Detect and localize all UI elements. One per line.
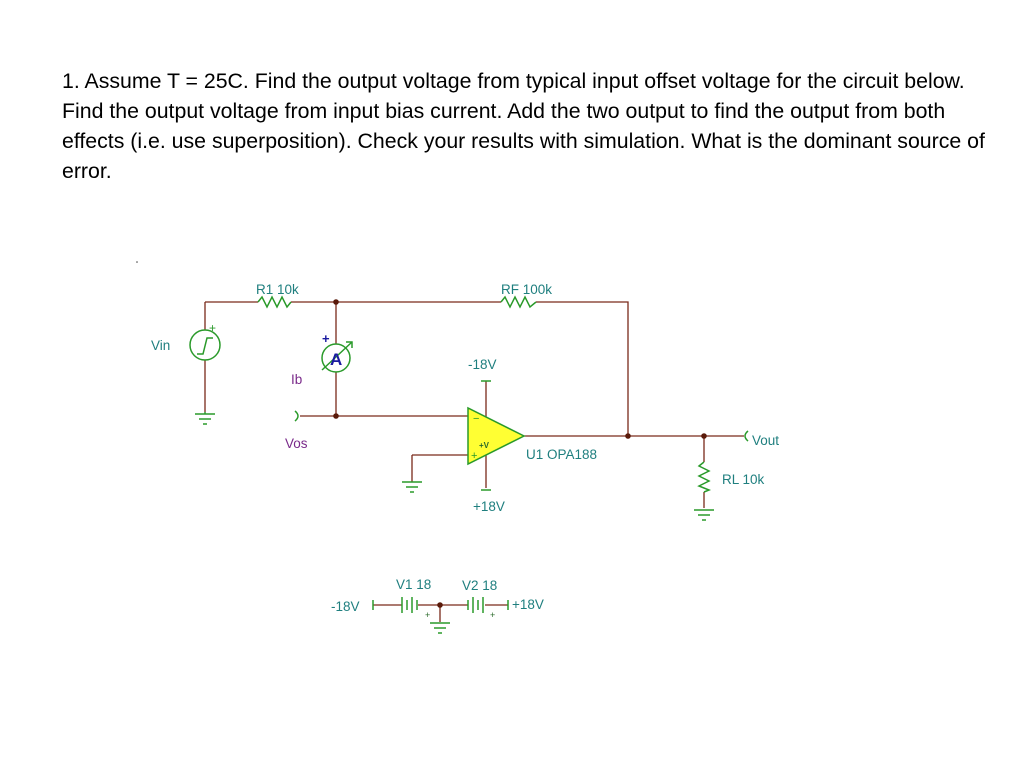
rl-label: RL 10k <box>722 472 765 487</box>
vin-plus-sign: + <box>209 321 216 335</box>
wires <box>204 301 744 622</box>
rl-resistor[interactable] <box>697 461 712 493</box>
noninv-ground-icon <box>402 481 422 493</box>
vin-ground-icon <box>195 412 215 425</box>
rf-resistor[interactable] <box>500 295 537 309</box>
vout-label: Vout <box>752 433 779 448</box>
ammeter[interactable]: A + <box>321 331 353 373</box>
opamp-inverting-sign: − <box>473 413 479 425</box>
r1-resistor[interactable] <box>257 295 292 309</box>
pos-supply-pin-label: +18V <box>473 499 505 514</box>
v2-plus-sign: + <box>490 610 495 620</box>
rf-label: RF 100k <box>501 282 552 297</box>
vin-label: Vin <box>151 338 170 353</box>
stray-dot <box>136 261 138 263</box>
ib-label: Ib <box>291 372 302 387</box>
ammeter-plus-sign: + <box>322 331 330 346</box>
vin-source[interactable]: + <box>189 321 221 361</box>
vos-terminal-icon <box>294 410 299 422</box>
neg-supply-pin-label: -18V <box>468 357 497 372</box>
rl-ground-icon <box>694 509 714 521</box>
opamp-v-pin-label: +V <box>479 441 490 450</box>
opamp-noninverting-sign: + <box>471 450 477 462</box>
ammeter-symbol: A <box>330 350 342 369</box>
opamp-u1[interactable]: − + +V <box>467 406 526 466</box>
problem-text: 1. Assume T = 25C. Find the output volta… <box>62 69 985 183</box>
battery-ground-icon <box>430 622 450 634</box>
rail-pos-label: +18V <box>512 597 544 612</box>
battery-v1[interactable]: + <box>401 597 430 620</box>
opamp-label: U1 OPA188 <box>526 447 597 462</box>
r1-label: R1 10k <box>256 282 299 297</box>
vos-label: Vos <box>285 436 308 451</box>
battery-v2[interactable]: + <box>467 597 495 620</box>
v2-label: V2 18 <box>462 578 497 593</box>
v1-plus-sign: + <box>425 610 430 620</box>
vout-terminal-icon <box>744 430 749 442</box>
junction-dots <box>333 299 707 608</box>
v1-label: V1 18 <box>396 577 431 592</box>
rail-neg-label: -18V <box>331 599 360 614</box>
